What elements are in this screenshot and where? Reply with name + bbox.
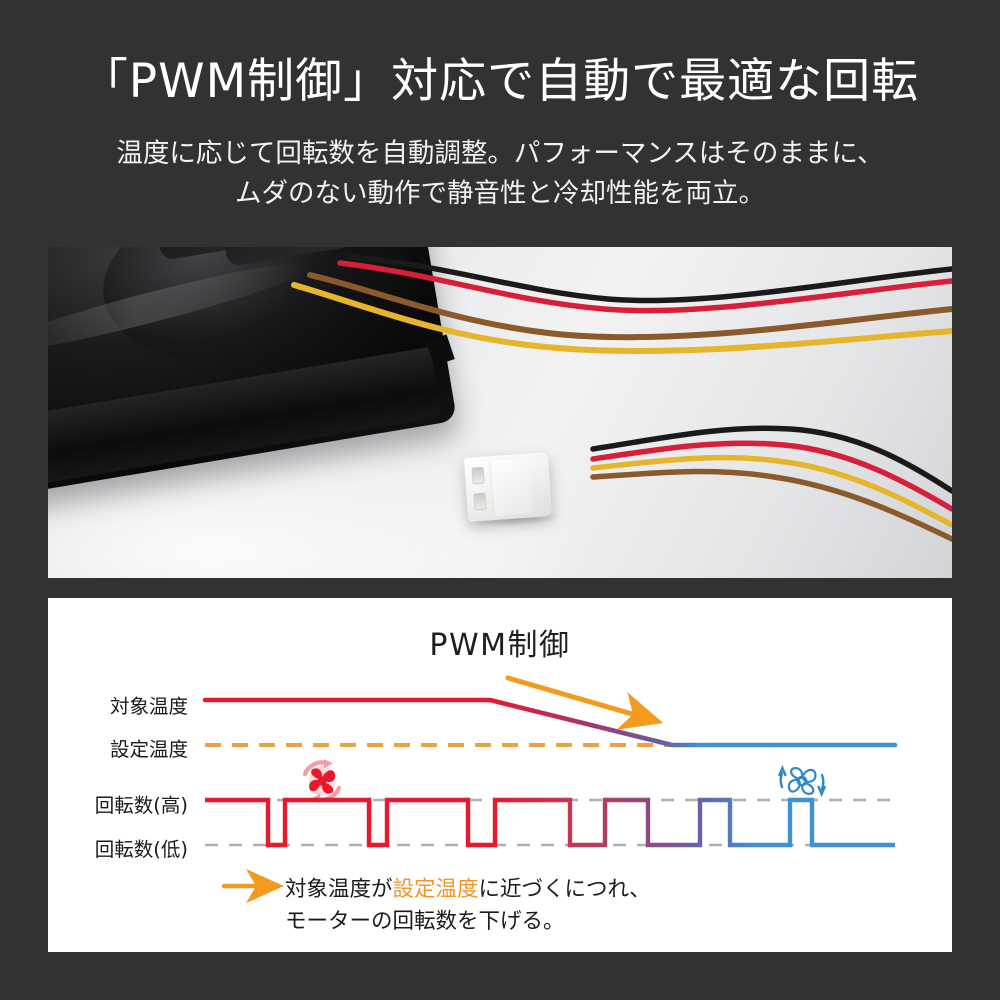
wire-black-upper [345, 254, 952, 304]
product-photo [48, 247, 952, 578]
axis-label-rpm-low: 回転数(低) [94, 838, 188, 861]
wire-black-lower [590, 425, 952, 494]
connector-latch-tab [489, 456, 533, 518]
wire-yellow-upper [291, 282, 952, 354]
wire-brown-lower [590, 468, 952, 542]
wire-yellow-lower [590, 454, 952, 528]
caption-text-b: に近づくにつれ、 [478, 877, 651, 902]
chart-caption: 対象温度が設定温度に近づくにつれ、 モーターの回転数を下げる。 [285, 874, 651, 938]
axis-label-set-temp: 設定温度 [109, 738, 188, 761]
caption-text-a: 対象温度が [285, 877, 393, 902]
wire-red-lower [590, 440, 952, 512]
caption-text-highlight: 設定温度 [392, 877, 479, 902]
wire-bundle [291, 254, 952, 542]
page-title: 「PWM制御」対応で自動で最適な回転 [80, 54, 920, 109]
connector-4pin [463, 452, 553, 522]
connector-slot [471, 466, 485, 485]
caption-line-2: モーターの回転数を下げる。 [285, 909, 565, 934]
axis-label-target-temp: 対象温度 [109, 695, 188, 718]
page-subtitle: 温度に応じて回転数を自動調整。パフォーマンスはそのままに、 ムダのない動作で静音… [0, 134, 1000, 214]
subtitle-line-1: 温度に応じて回転数を自動調整。パフォーマンスはそのままに、 [116, 138, 884, 169]
axis-label-rpm-high: 回転数(高) [94, 794, 188, 817]
connector-slot [473, 492, 487, 511]
subtitle-line-2: ムダのない動作で静音性と冷却性能を両立。 [235, 178, 765, 209]
wire-brown-upper [307, 272, 952, 341]
chart-title: PWM制御 [429, 628, 571, 663]
wire-red-upper [337, 260, 952, 314]
caption-line-1: 対象温度が設定温度に近づくにつれ、 [285, 874, 651, 906]
